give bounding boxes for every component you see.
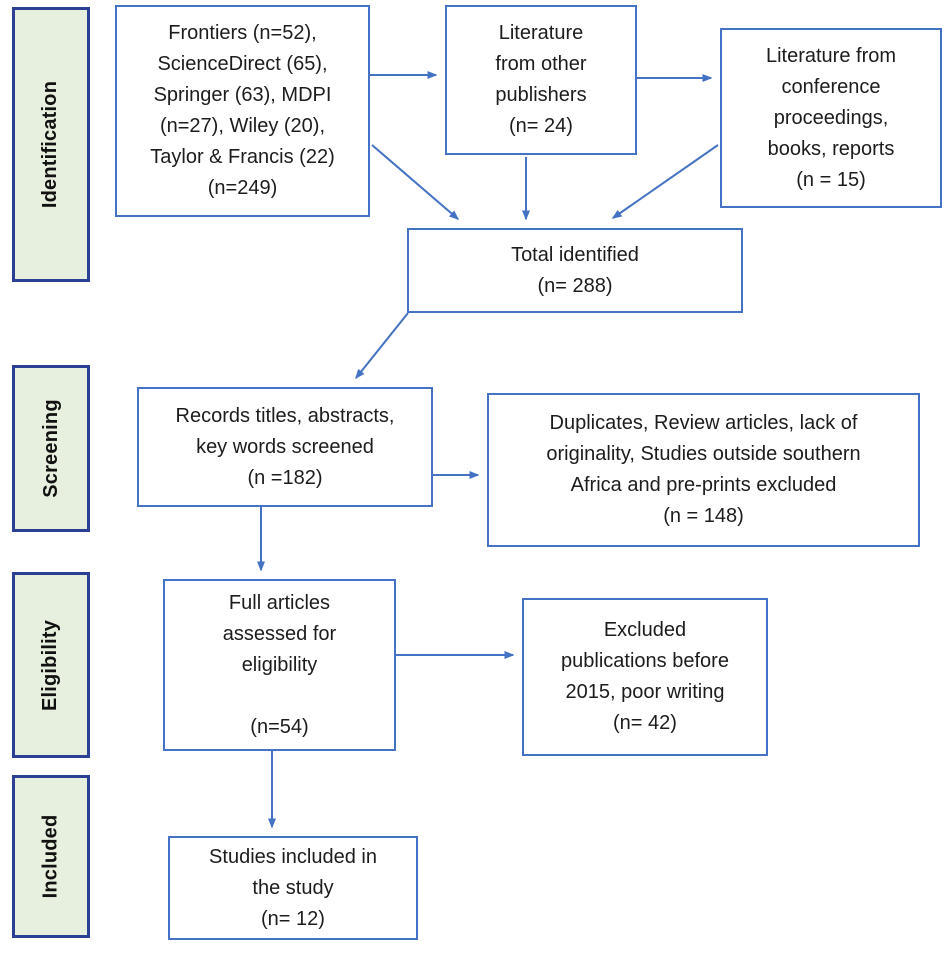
arrow-sources-to-total	[371, 144, 460, 220]
box-conference-literature-text: Literature from conference proceedings, …	[765, 44, 897, 191]
box-database-sources: Frontiers (n=52), ScienceDirect (65), Sp…	[115, 5, 370, 217]
box-eligibility-excluded: Excluded publications before 2015, poor …	[522, 598, 768, 756]
stage-screening-label: Screening	[39, 399, 62, 498]
box-conference-literature: Literature from conference proceedings, …	[720, 28, 942, 208]
box-other-publishers: Literature from other publishers (n= 24)	[445, 5, 637, 155]
box-other-publishers-text: Literature from other publishers (n= 24)	[495, 22, 587, 137]
stage-eligibility-label: Eligibility	[39, 619, 62, 711]
box-eligibility-excluded-text: Excluded publications before 2015, poor …	[561, 619, 729, 734]
arrow-total-to-records	[355, 312, 409, 380]
box-database-sources-text: Frontiers (n=52), ScienceDirect (65), Sp…	[150, 22, 335, 199]
box-screening-excluded-text: Duplicates, Review articles, lack of ori…	[546, 412, 861, 527]
stage-included-label: Included	[39, 814, 62, 899]
arrow-conference-to-total	[611, 144, 719, 219]
box-records-screened: Records titles, abstracts, key words scr…	[137, 387, 433, 507]
box-studies-included-text: Studies included in the study (n= 12)	[209, 845, 377, 930]
box-total-identified-text: Total identified (n= 288)	[511, 243, 639, 297]
box-full-articles-assessed: Full articles assessed for eligibility (…	[163, 579, 396, 751]
box-studies-included: Studies included in the study (n= 12)	[168, 836, 418, 940]
box-screening-excluded: Duplicates, Review articles, lack of ori…	[487, 393, 920, 547]
box-records-screened-text: Records titles, abstracts, key words scr…	[175, 404, 395, 489]
stage-identification: Identification	[12, 7, 90, 282]
stage-screening: Screening	[12, 365, 90, 532]
box-total-identified: Total identified (n= 288)	[407, 228, 743, 313]
stage-identification-label: Identification	[39, 80, 62, 209]
stage-included: Included	[12, 775, 90, 938]
stage-eligibility: Eligibility	[12, 572, 90, 758]
box-full-articles-assessed-text: Full articles assessed for eligibility (…	[222, 591, 337, 738]
